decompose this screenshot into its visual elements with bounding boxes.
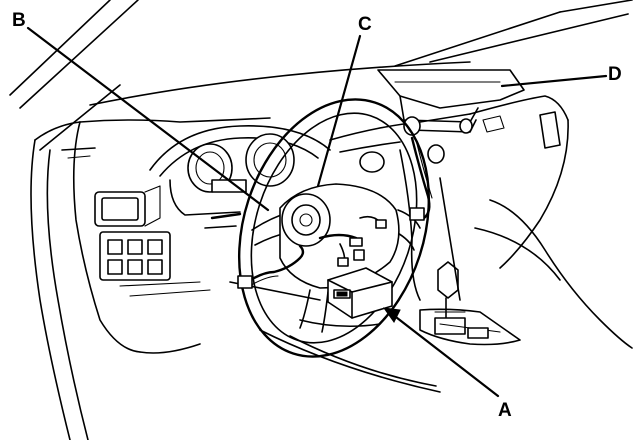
dashboard-outline <box>61 117 271 354</box>
left-door-panel <box>30 121 89 440</box>
srs-wire-harness <box>237 136 433 289</box>
callout-leaders <box>26 26 608 398</box>
leader-c <box>316 34 362 188</box>
steering-wheel <box>237 98 431 358</box>
leader-b <box>26 26 270 212</box>
srs-control-unit <box>327 267 393 319</box>
arrowhead-a <box>382 307 401 323</box>
callout-labels: B C D A <box>12 10 622 421</box>
passenger-airbag-module <box>377 69 525 136</box>
callout-b: B <box>12 10 26 31</box>
callout-c: C <box>358 14 372 35</box>
instrument-cluster <box>149 125 331 216</box>
leader-d <box>500 74 608 88</box>
callout-d: D <box>608 64 622 85</box>
leader-a <box>390 312 500 398</box>
callout-a: A <box>498 400 512 421</box>
windshield-frame <box>9 0 633 151</box>
steering-column <box>204 212 441 393</box>
